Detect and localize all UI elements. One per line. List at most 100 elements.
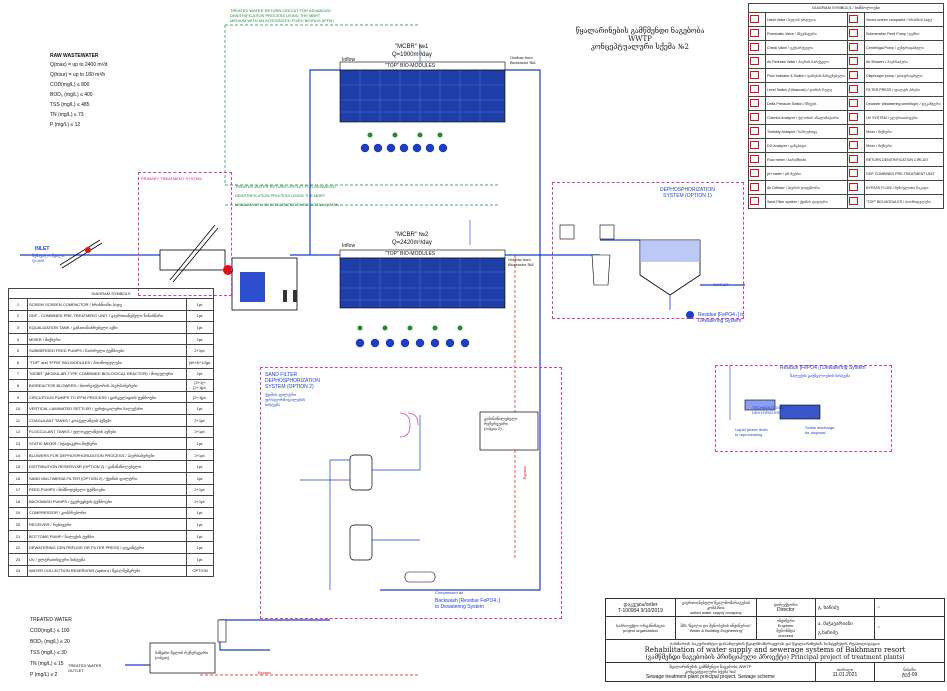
list-number: 8 <box>8 379 28 392</box>
sub-en: Sewage treatment plant principal project… <box>645 674 775 680</box>
legend-label: Screw screen compactor / ხრახნის ბადე <box>864 12 944 27</box>
mcbr1-name: "MCBR" №1 <box>395 44 429 50</box>
legend-symbol-icon <box>847 68 866 83</box>
raw-line: Q(hour) = up to 180 m³/h <box>50 72 106 78</box>
legend-symbol-icon <box>748 26 766 41</box>
list-number: 2 <box>8 309 28 323</box>
legend-symbol-icon <box>748 110 766 125</box>
note-line: TREATED WATER RETURN CIRCUIT FOR ADVANCE… <box>235 184 336 189</box>
diagram-symbols-legend: DIAGRAM SYMBOLS / სიმბოლოები Hand Valve … <box>748 3 944 209</box>
reservoir24-label: საწყისი წყლის რეზერვუარი (ოპცია) <box>155 650 209 660</box>
list-quantity: 2pt. <box>186 332 214 346</box>
list-quantity: 1pt. <box>186 541 214 555</box>
legend-symbol-icon <box>748 152 766 167</box>
list-quantity: 1pt. <box>186 298 214 311</box>
sheet-label: ნახაზი <box>903 666 916 672</box>
legend-symbol-icon <box>847 26 866 41</box>
list-description: "TOP" and "IFFM" BIO-MODULES / ბიომოდულე… <box>27 355 187 369</box>
list-number: 13 <box>8 437 28 450</box>
legend-symbol-icon <box>748 96 766 111</box>
order-label: დაკვეთა/order <box>623 601 658 608</box>
engineer-en: Engineer <box>777 623 794 628</box>
list-quantity: 1pt. <box>186 518 214 531</box>
company-en: united water supply company <box>689 610 742 615</box>
sandfilter-title: SAND FILTER DEPHOSPHORIZATION SYSTEM (OP… <box>265 372 320 390</box>
sheet-value: ტექ-09 <box>901 671 918 678</box>
list-description: DEWATERING CENTRIFUGE OR FILTER PRESS / … <box>27 541 187 555</box>
list-number: 19 <box>8 506 28 520</box>
screw-screen <box>59 224 219 283</box>
mcbr2-q: Q=2420m³/day <box>392 240 432 246</box>
checked-ge: შემოწმდა <box>776 628 796 633</box>
legend-symbol-icon <box>847 138 866 153</box>
list-number: 10 <box>8 402 28 415</box>
raw-line: COD(mg/L) ≤ 800 <box>50 82 90 88</box>
engineer-ge: ინჟინერი <box>776 618 795 623</box>
proj-org-name-en: "Water & Building Engineering" <box>688 628 744 633</box>
list-number: 22 <box>8 541 28 555</box>
proj-org-name-ge: შპს "წყალი და შენობების ინჟინერია" <box>680 623 752 628</box>
list-quantity: 2pt. <box>186 471 214 485</box>
treated-line: BOD₅ (mg/L) ≤ 20 <box>30 639 70 645</box>
legend-label: Decanter (dewatering centrifuge) / დეკან… <box>864 96 944 111</box>
list-description: BLOWERS FOR DEPHOSPHORIZATION PROCESS / … <box>27 448 187 462</box>
proj-org-en: project organization <box>623 628 658 633</box>
legend-label: Centrifugal Pump / ცენტრიდანული <box>864 40 944 55</box>
note-line: DENITRIFICATION PROCESS USING THE MBRT <box>230 13 321 18</box>
list-description: CIRCUITOUS PUMPS TO IFFM PROCESS / ცირკუ… <box>27 390 187 404</box>
legend-symbol-icon <box>847 54 866 69</box>
company-ge: გაერთიანებული წყალმომარაგების კომპანია <box>681 600 750 610</box>
list-description: BACKWASH PUMPS / უკურეცხვის ტუმბოები <box>27 495 187 508</box>
legend-symbol-icon <box>847 152 866 167</box>
return-circuit-top <box>224 24 420 185</box>
date-label: თარიღი <box>837 666 853 672</box>
dephos1-title: DEPHOSPHORIZATION SYSTEM (OPTION 1) <box>660 187 715 199</box>
lamella-settler <box>639 239 701 310</box>
treated-line: P (mg/L) ≤ 2 <box>30 672 58 678</box>
blowers-mcbr2 <box>355 338 470 348</box>
legend-label: Mixer / მიქსერი <box>864 138 944 153</box>
list-number: 6 <box>8 355 28 369</box>
list-description: SUBMERGED FEED PUMPS / ჩაძირული ტუმბოები <box>27 344 187 357</box>
list-description: "MCBR" (MODULAR-TYPE COMBINED BIOLOGICAL… <box>27 367 187 381</box>
legend-label: "TOP" BIO-MODULES / ბიომოდულები <box>864 194 944 209</box>
legend-label: UV SYSTEM / ულტრაიისფერი <box>864 110 944 125</box>
director-signature: ~ <box>874 598 945 617</box>
list-number: 18 <box>8 495 28 508</box>
list-quantity: 2+1pt. <box>186 425 214 439</box>
drawing-title: წყალარინების გამწმენდი ნაგებობა WWTP კონ… <box>575 27 705 51</box>
list-description: EQUALIZATION TANK / გამათანაბრებელი ავზი <box>27 321 187 334</box>
list-number: 11 <box>8 413 28 427</box>
order-date: 9/10/2019 <box>640 607 663 614</box>
raw-line: Q(max) = up to 2400 m³/d <box>50 62 108 68</box>
raw-line: TN (mg/L) ≤ 73 <box>50 112 84 118</box>
legend-symbol-icon <box>847 40 866 55</box>
legend-symbol-icon <box>748 40 766 55</box>
list-description: BIOREACTOR BLOWERS / ბიორეაქტორის ჰაერსა… <box>27 379 187 392</box>
dewatering-title: Residue [FePO4↓] Dewatering System <box>780 365 866 371</box>
dewatering-frame <box>715 365 892 452</box>
legend-label: Air Release Valve / ჰაერის სარქველი <box>764 54 849 69</box>
mcbr2-modules: "TOP" BIO-MODULES <box>385 251 436 257</box>
dewatering-solids: Solids discharge for disposal <box>805 425 835 435</box>
list-quantity: [2+1]+[2+1]pt. <box>186 379 214 392</box>
dephos1-outlet: OUTLET <box>713 282 729 287</box>
list-row: 6"TOP" and "IFFM" BIO-MODULES / ბიომოდულ… <box>8 355 214 369</box>
list-description: RECEIVER / რესივერი <box>27 518 187 531</box>
list-description: DISTRIBUTION RESERVOIR (OPTION 2) / გამა… <box>27 460 187 473</box>
list-quantity: 1pt. <box>186 402 214 415</box>
list-number: 16 <box>8 471 28 485</box>
treated-water-block: TREATED WATER COD(mg/L) ≤ 100 BOD₅ (mg/L… <box>30 617 140 678</box>
